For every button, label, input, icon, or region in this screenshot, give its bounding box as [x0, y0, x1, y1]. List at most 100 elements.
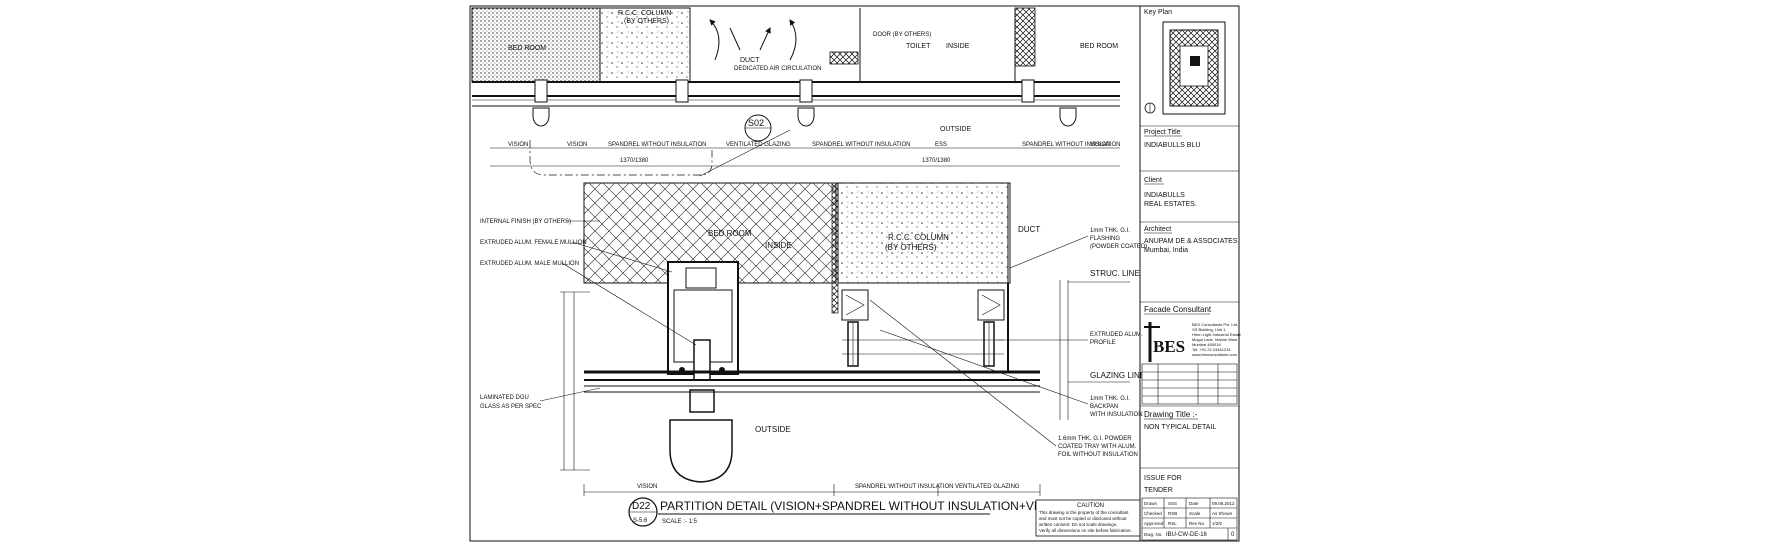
plan-label-by-others: (BY OTHERS) — [624, 18, 669, 25]
svg-text:1mm THK. G.I.: 1mm THK. G.I. — [1090, 396, 1130, 402]
svg-text:COATED TRAY WITH ALUM.: COATED TRAY WITH ALUM. — [1058, 444, 1137, 450]
svg-text:Tel: +91 22 24461234: Tel: +91 22 24461234 — [1192, 347, 1231, 352]
detail-label-rcc: R.C.C. COLUMN — [888, 233, 949, 242]
plan-zone: ESS — [935, 142, 947, 148]
svg-text:BES: BES — [1153, 337, 1185, 356]
plan-label-bed-room-left: BED ROOM — [508, 45, 546, 52]
client-name-1: INDIABULLS — [1144, 192, 1185, 199]
svg-text:S-5.6: S-5.6 — [633, 518, 648, 524]
plan-zone: SPANDREL WITHOUT INSULATION — [812, 142, 910, 148]
issue-label: ISSUE FOR — [1144, 475, 1182, 482]
svg-text:Checked: Checked — [1144, 511, 1162, 516]
svg-text:(POWDER COATED): (POWDER COATED) — [1090, 244, 1147, 250]
architect-city: Mumbai, India — [1144, 247, 1188, 254]
plan-zone: VISION — [567, 142, 587, 148]
svg-text:1.6mm THK. G.I. POWDER: 1.6mm THK. G.I. POWDER — [1058, 436, 1132, 442]
svg-text:0: 0 — [1231, 532, 1235, 538]
svg-text:Date: Date — [1189, 501, 1199, 506]
detail-label-bed-room: BED ROOM — [708, 229, 752, 238]
plan-view: BED ROOM R.C.C. COLUMN (BY OTHERS) DUCT … — [471, 7, 1120, 176]
plan-zone: VISION — [1090, 142, 1110, 148]
plan-callout-s02: S02 — [744, 114, 772, 142]
svg-text:Mogul Lane, Mahim West: Mogul Lane, Mahim West — [1192, 337, 1238, 342]
svg-text:written consent. Do not scale: written consent. Do not scale drawings. — [1039, 522, 1117, 527]
plan-label-bed-room-right: BED ROOM — [1080, 43, 1118, 50]
svg-text:PROFILE: PROFILE — [1090, 340, 1116, 346]
detail-label-inside: INSIDE — [765, 241, 792, 250]
revision-table — [1141, 363, 1238, 405]
male-mullion — [669, 339, 733, 483]
plan-mullion — [1021, 79, 1077, 127]
svg-text:Rev No: Rev No — [1189, 521, 1205, 526]
svg-text:EXTRUDED ALUM.: EXTRUDED ALUM. — [1090, 332, 1143, 338]
detail-zone: VENTILATED GLAZING — [955, 484, 1020, 490]
plan-label-duct: DUCT — [740, 57, 760, 64]
project-title-label: Project Title — [1144, 129, 1181, 136]
svg-text:1mm THK. G.I.: 1mm THK. G.I. — [1090, 228, 1130, 234]
plan-zone: SPANDREL WITHOUT INSULATION — [1022, 142, 1120, 148]
rcc-column — [837, 182, 1011, 284]
plan-dim: 1370/1380 — [620, 158, 649, 164]
svg-text:BES Consultants Pvt. Ltd.: BES Consultants Pvt. Ltd. — [1192, 322, 1238, 327]
detail-scale: SCALE :- 1:5 — [662, 519, 698, 525]
project-title: INDIABULLS BLU — [1144, 142, 1200, 149]
duct-arrow-icon — [709, 19, 720, 61]
svg-text:Approved: Approved — [1144, 521, 1164, 526]
architect-label: Architect — [1144, 226, 1171, 233]
key-plan-label: Key Plan — [1144, 9, 1172, 16]
plan-label-door: DOOR (BY OTHERS) — [873, 32, 931, 38]
detail-zone: SPANDREL WITHOUT INSULATION — [855, 484, 953, 490]
svg-text:STRUC. LINE: STRUC. LINE — [1090, 269, 1140, 278]
detail-label-duct: DUCT — [1018, 225, 1040, 234]
svg-text:GLAZING LINE: GLAZING LINE — [1090, 371, 1145, 380]
svg-text:RSB: RSB — [1168, 511, 1177, 516]
svg-text:LAMINATED DGU: LAMINATED DGU — [480, 395, 529, 401]
svg-text:As Shown: As Shown — [1212, 511, 1233, 516]
svg-text:FOIL WITHOUT INSULATION: FOIL WITHOUT INSULATION — [1058, 452, 1138, 458]
key-plan-icon — [1144, 21, 1226, 115]
plan-label-outside: OUTSIDE — [940, 126, 971, 133]
plan-mullion — [532, 79, 550, 127]
plan-label-inside: INSIDE — [946, 43, 970, 50]
client-name-2: REAL ESTATES. — [1144, 201, 1197, 208]
svg-text:FLASHING: FLASHING — [1090, 236, 1120, 242]
svg-text:Hiren Light Industrial Estate: Hiren Light Industrial Estate — [1192, 332, 1242, 337]
left-callouts: INTERNAL FINISH (BY OTHERS) EXTRUDED ALU… — [480, 219, 697, 410]
svg-text:Scale: Scale — [1189, 511, 1201, 516]
plan-mullion — [797, 79, 815, 127]
svg-text:Drawn: Drawn — [1144, 501, 1158, 506]
title-block: Key Plan Project Title INDIABULLS BLU Cl… — [1139, 6, 1242, 541]
svg-text:EXTRUDED ALUM. FEMALE MULLION: EXTRUDED ALUM. FEMALE MULLION — [480, 240, 587, 246]
plan-label-rcc-column: R.C.C. COLUMN — [618, 10, 671, 17]
svg-text:www.besconsultants.com: www.besconsultants.com — [1192, 352, 1238, 357]
svg-text:G5 Building, Unit 1,: G5 Building, Unit 1, — [1192, 327, 1226, 332]
caution-box: CAUTION This drawing is the property of … — [1035, 499, 1141, 537]
consultant-logo: BES — [1144, 322, 1185, 362]
duct-arrow-icon — [729, 28, 770, 51]
spandrel-bracket — [841, 289, 869, 367]
svg-text:Verify all dimensions on site: Verify all dimensions on site before fab… — [1039, 528, 1132, 533]
detail-label-outside: OUTSIDE — [755, 425, 791, 434]
svg-text:Mumbai 400016: Mumbai 400016 — [1192, 342, 1221, 347]
svg-text:and must not be copied or disc: and must not be copied or disclosed with… — [1039, 516, 1127, 521]
svg-text:S02: S02 — [748, 118, 764, 128]
facade-consultant-label: Facade Consultant — [1144, 305, 1212, 314]
drawing-title: NON TYPICAL DETAIL — [1144, 424, 1216, 431]
svg-text:EXTRUDED ALUM. MALE MULLION: EXTRUDED ALUM. MALE MULLION — [480, 261, 579, 267]
duct-bracket — [977, 289, 1005, 367]
detail-zone: VISION — [637, 484, 657, 490]
drawing-number: IBU-CW-DE-16 — [1166, 532, 1208, 538]
plan-enlarge-boundary — [529, 140, 713, 176]
client-label: Client — [1144, 177, 1162, 184]
duct-arrow-icon — [789, 19, 797, 61]
svg-text:WITH INSULATION: WITH INSULATION — [1090, 412, 1143, 418]
plan-dim: 1370/1380 — [922, 158, 951, 164]
plan-mullion — [675, 79, 689, 103]
detail-label-by-others: (BY OTHERS) — [885, 243, 937, 252]
svg-text:This drawing is the property o: This drawing is the property of the cons… — [1039, 510, 1129, 515]
plan-zone: VISION — [508, 142, 528, 148]
svg-text:INTERNAL FINISH (BY OTHERS): INTERNAL FINISH (BY OTHERS) — [480, 219, 571, 225]
right-callouts: 1mm THK. G.I. FLASHING (POWDER COATED) S… — [869, 228, 1147, 458]
plan-label-toilet: TOILET — [906, 43, 931, 50]
